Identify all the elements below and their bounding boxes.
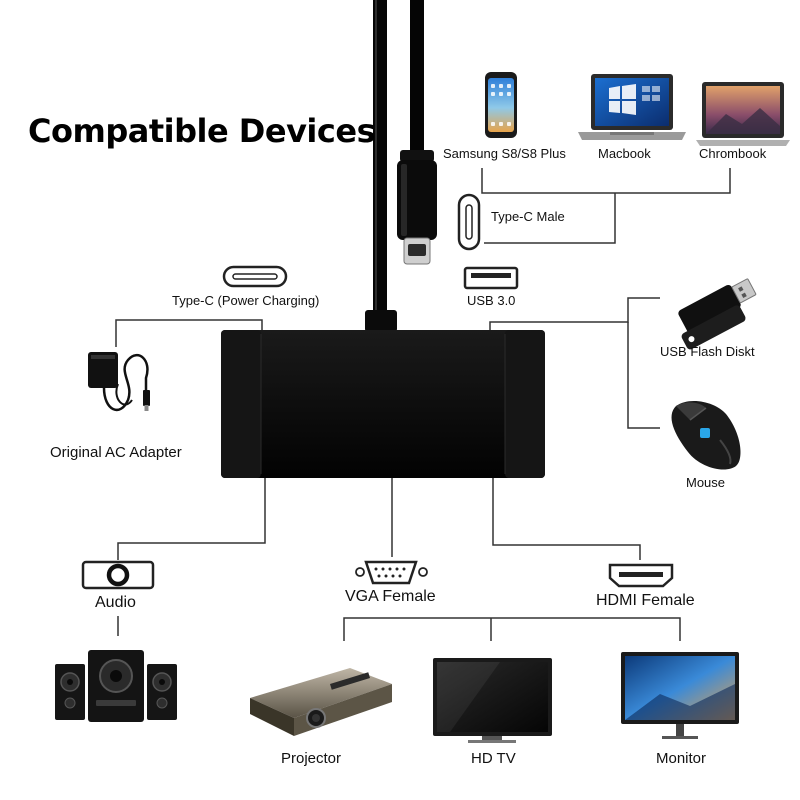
- label-projector: Projector: [281, 750, 342, 767]
- label-hdmi: HDMI Female: [596, 592, 695, 609]
- mouse-icon: [671, 400, 741, 470]
- label-typec-power: Type-C (Power Charging): [172, 293, 320, 308]
- laptop-icon: [578, 74, 686, 140]
- label-vga: VGA Female: [345, 588, 436, 605]
- typec-port-icon: [457, 193, 481, 251]
- label-typec-male: Type-C Male: [491, 209, 565, 224]
- label-macbook: Macbook: [598, 146, 651, 161]
- usb-flash-drive-icon: [678, 278, 757, 350]
- chromebook-icon: [696, 82, 790, 146]
- label-audio: Audio: [95, 594, 136, 611]
- connector-lines: [115, 168, 731, 641]
- label-mouse: Mouse: [686, 475, 726, 490]
- label-usb3: USB 3.0: [467, 293, 516, 308]
- projector-icon: [250, 668, 392, 736]
- ac-adapter-icon: [88, 352, 150, 412]
- label-ac-adapter: Original AC Adapter: [50, 444, 182, 461]
- hdmi-port-icon: [608, 563, 674, 588]
- usb-port-icon: [463, 266, 519, 290]
- label-usb-flash: USB Flash Diskt: [660, 344, 755, 359]
- hub-cable: [365, 0, 437, 332]
- diagram-title: Compatible Devices: [28, 112, 376, 150]
- label-samsung: Samsung S8/S8 Plus: [443, 146, 566, 161]
- vga-port-icon: [355, 560, 428, 585]
- label-chromebook: Chrombook: [699, 146, 767, 161]
- speakers-icon: [55, 650, 177, 722]
- phone-icon: [485, 72, 517, 138]
- audio-jack-icon: [81, 560, 155, 590]
- label-hdtv: HD TV: [471, 750, 516, 767]
- monitor-icon: [621, 652, 739, 739]
- typec-power-port-icon: [222, 265, 288, 288]
- tv-icon: [433, 658, 552, 743]
- hub-body: [221, 330, 545, 478]
- label-monitor: Monitor: [656, 750, 707, 767]
